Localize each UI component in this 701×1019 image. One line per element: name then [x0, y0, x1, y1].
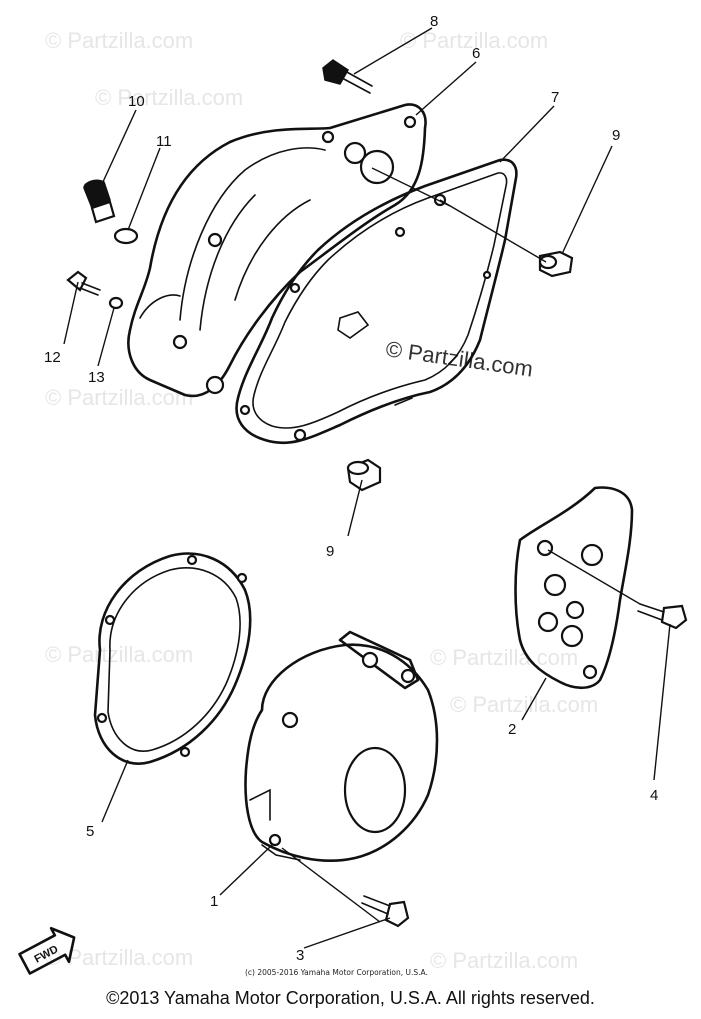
- callout-5: 5: [86, 823, 94, 840]
- bolt-part-3: [361, 895, 410, 928]
- leader-lines: [63, 27, 671, 949]
- washer-part-13: [108, 296, 124, 310]
- watermark-text: © Partzilla.com: [45, 642, 193, 667]
- callout-3: 3: [296, 947, 304, 964]
- watermark-text: © Partzilla.com: [450, 692, 598, 717]
- magneto-cover-part-1: [244, 630, 439, 862]
- callout-2: 2: [508, 721, 516, 738]
- callout-9-lower: 9: [326, 543, 334, 560]
- o-ring-part-11: [113, 227, 139, 245]
- crankcase-cover-part-6: [127, 103, 427, 398]
- callout-10: 10: [128, 93, 145, 110]
- callout-12: 12: [44, 349, 61, 366]
- callout-labels: 8 6 7 9 10 11 12 13 9 2 4 5 1 3: [44, 13, 658, 964]
- watermark-text: © Partzilla.com: [95, 85, 243, 110]
- filler-plug-part-10: [83, 179, 116, 224]
- callout-9-upper: 9: [612, 127, 620, 144]
- callout-7: 7: [551, 89, 559, 106]
- footer-copyright: ©2013 Yamaha Motor Corporation, U.S.A. A…: [106, 988, 595, 1008]
- watermark-text: © Partzilla.com: [45, 28, 193, 53]
- callout-4: 4: [650, 787, 658, 804]
- dowel-pin-part-9-lower: [346, 458, 382, 492]
- cover-gasket-part-7: [235, 158, 518, 445]
- callout-13: 13: [88, 369, 105, 386]
- callout-11: 11: [156, 133, 172, 150]
- diagram-credit-text: (c) 2005-2016 Yamaha Motor Corporation, …: [245, 968, 428, 977]
- bolt-part-8: [322, 59, 373, 94]
- screw-part-12: [66, 270, 101, 296]
- callout-8: 8: [430, 13, 438, 30]
- watermark-text: © Partzilla.com: [430, 645, 578, 670]
- watermark-text: © Partzilla.com: [430, 948, 578, 973]
- magneto-gasket-part-5: [93, 552, 252, 765]
- callout-6: 6: [472, 45, 480, 62]
- callout-1: 1: [210, 893, 218, 910]
- chain-guard-part-2: [514, 486, 634, 690]
- bolt-part-4: [637, 603, 688, 630]
- dowel-pin-part-9-upper: [538, 250, 574, 278]
